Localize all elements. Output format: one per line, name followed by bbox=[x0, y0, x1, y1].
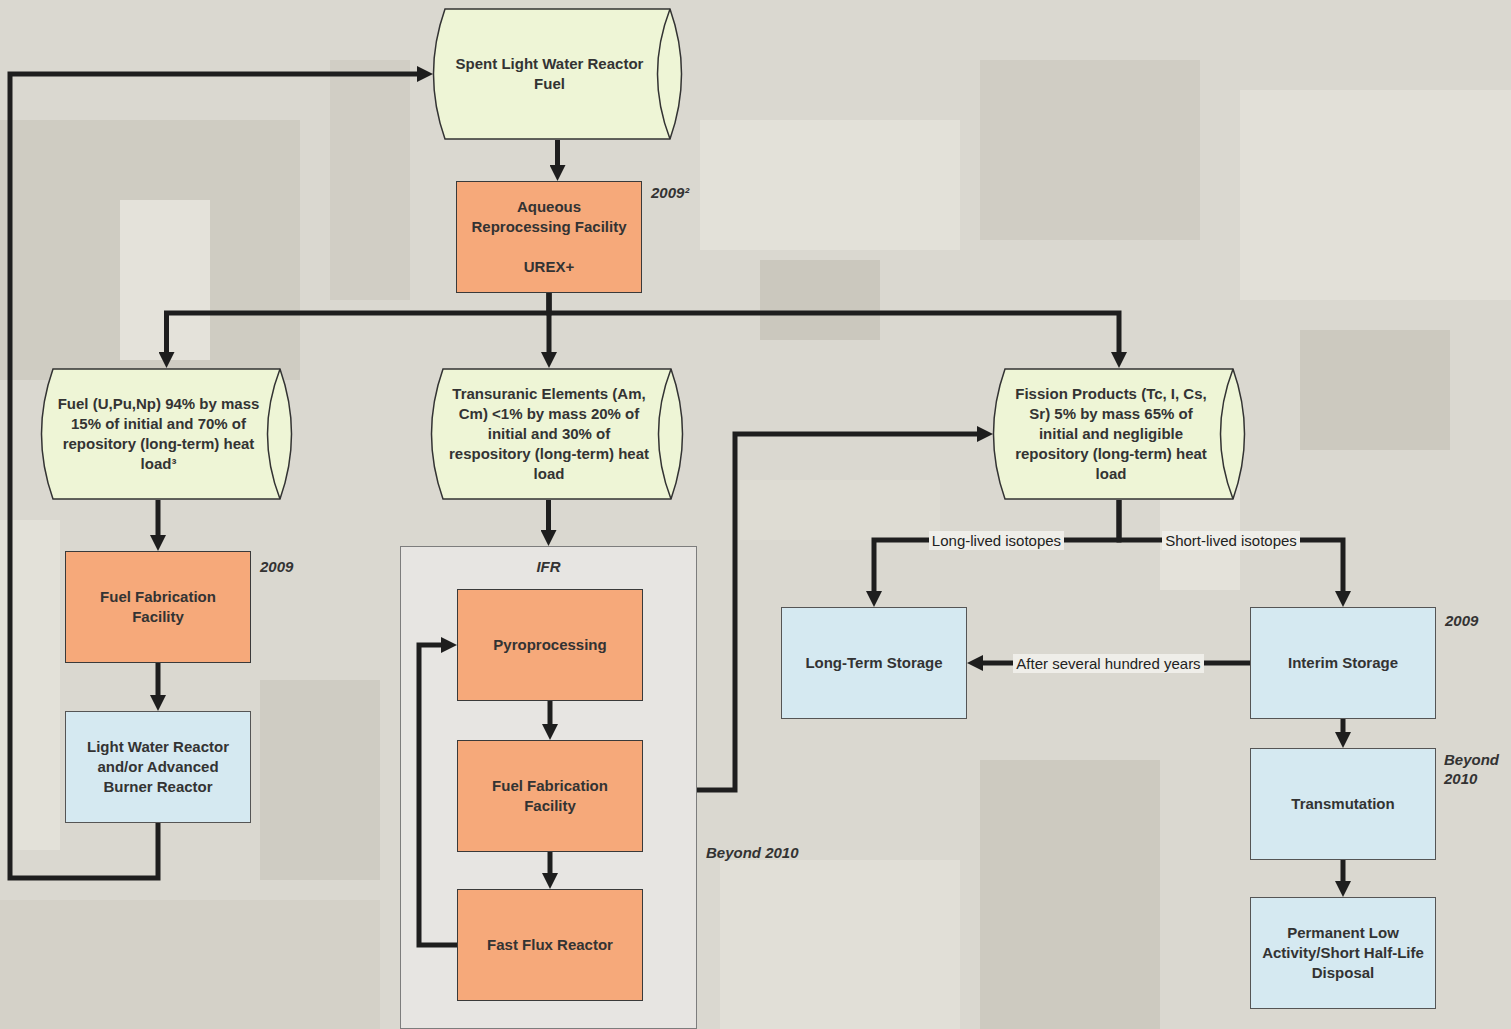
node-text: Fission Products (Tc, I, Cs, Sr) 5% by m… bbox=[1008, 384, 1214, 484]
node-text: Interim Storage bbox=[1288, 653, 1398, 673]
edge-label: Short-lived isotopes bbox=[1162, 531, 1300, 550]
flow-arrow bbox=[10, 74, 417, 878]
edge-label-holder: Short-lived isotopes bbox=[1162, 531, 1300, 550]
node-text: Aqueous Reprocessing Facility bbox=[467, 197, 631, 237]
edge-label: After several hundred years bbox=[1013, 654, 1203, 673]
flow-arrow bbox=[874, 500, 1119, 591]
flow-arrow bbox=[167, 293, 550, 352]
scroll-outline bbox=[430, 8, 685, 140]
flow-arrow bbox=[548, 852, 553, 873]
data-scroll: Fuel (U,Pu,Np) 94% by mass 15% of initia… bbox=[38, 368, 295, 500]
data-scroll: Spent Light Water Reactor Fuel bbox=[430, 8, 685, 140]
facility-box: Aqueous Reprocessing FacilityUREX+ bbox=[456, 181, 642, 293]
flow-arrow bbox=[1119, 500, 1343, 591]
facility-box: Fuel Fabrication Facility bbox=[65, 551, 251, 663]
flow-arrow bbox=[548, 701, 553, 724]
flow-arrow bbox=[546, 500, 551, 530]
facility-box: Fuel Fabrication Facility bbox=[457, 740, 643, 852]
facility-box: Pyroprocessing bbox=[457, 589, 643, 701]
edge-label: Long-lived isotopes bbox=[929, 531, 1064, 550]
scroll-outline bbox=[38, 368, 295, 500]
node-text: Fast Flux Reactor bbox=[487, 935, 613, 955]
schedule-note: 2009² bbox=[651, 183, 711, 202]
node-text: Transuranic Elements (Am, Cm) <1% by mas… bbox=[446, 384, 652, 484]
storage-box: Light Water Reactor and/or Advanced Burn… bbox=[65, 711, 251, 823]
node-text: IFR bbox=[536, 557, 560, 577]
flow-arrow bbox=[547, 293, 552, 352]
edge-label-holder: Long-lived isotopes bbox=[929, 531, 1064, 550]
node-text: Light Water Reactor and/or Advanced Burn… bbox=[76, 737, 240, 797]
flow-arrow bbox=[1341, 860, 1346, 881]
facility-box: Fast Flux Reactor bbox=[457, 889, 643, 1001]
node-text: Fuel (U,Pu,Np) 94% by mass 15% of initia… bbox=[56, 394, 261, 474]
data-scroll: Transuranic Elements (Am, Cm) <1% by mas… bbox=[428, 368, 686, 500]
flow-arrow bbox=[156, 663, 161, 695]
storage-box: Interim Storage bbox=[1250, 607, 1436, 719]
schedule-note: 2009 bbox=[260, 557, 320, 576]
flow-arrow bbox=[419, 645, 457, 945]
node-text: Permanent Low Activity/Short Half-Life D… bbox=[1261, 923, 1425, 983]
flow-arrow bbox=[549, 293, 1119, 352]
flow-arrow bbox=[1341, 719, 1346, 732]
edge-label-holder: After several hundred years bbox=[1013, 654, 1203, 673]
node-text: Fuel Fabrication Facility bbox=[76, 587, 240, 627]
node-text: Pyroprocessing bbox=[493, 635, 606, 655]
node-subtext: UREX+ bbox=[524, 257, 574, 277]
node-text: Fuel Fabrication Facility bbox=[468, 776, 632, 816]
region-container: IFR PyroprocessingFuel Fabrication Facili… bbox=[400, 546, 697, 1029]
schedule-note: Beyond 2010 bbox=[706, 843, 816, 862]
flow-arrow bbox=[555, 140, 560, 165]
flow-arrow bbox=[156, 500, 161, 535]
schedule-note: 2009 bbox=[1445, 611, 1505, 630]
flow-arrow bbox=[697, 434, 977, 790]
node-text: Spent Light Water Reactor Fuel bbox=[448, 54, 651, 94]
node-text: Transmutation bbox=[1291, 794, 1394, 814]
data-scroll: Fission Products (Tc, I, Cs, Sr) 5% by m… bbox=[990, 368, 1248, 500]
schedule-note: Beyond 2010 bbox=[1444, 750, 1506, 788]
node-text: Long-Term Storage bbox=[805, 653, 942, 673]
storage-box: Permanent Low Activity/Short Half-Life D… bbox=[1250, 897, 1436, 1009]
storage-box: Long-Term Storage bbox=[781, 607, 967, 719]
storage-box: Transmutation bbox=[1250, 748, 1436, 860]
